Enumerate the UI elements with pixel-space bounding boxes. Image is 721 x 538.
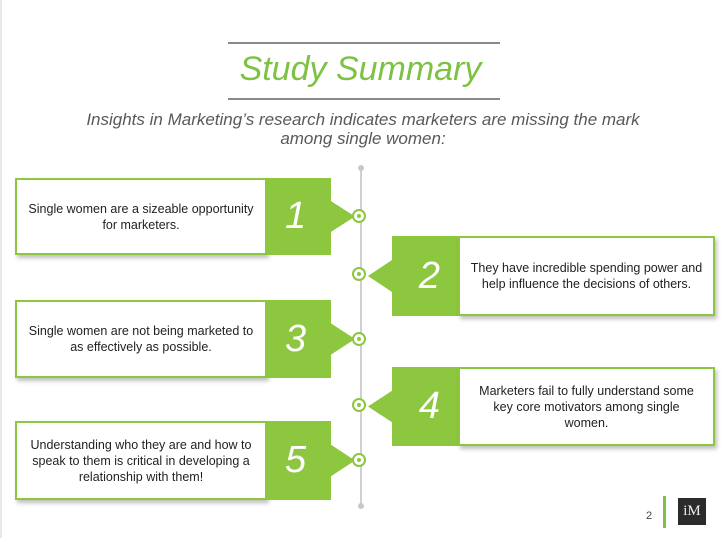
timeline-marker-2 — [352, 267, 366, 281]
summary-item-3-number: 3 — [265, 300, 355, 378]
summary-item-4-number: 4 — [368, 367, 460, 446]
im-logo: iM — [678, 498, 706, 525]
footer-divider — [663, 496, 666, 528]
summary-item-5-number: 5 — [265, 421, 355, 500]
timeline-start-dot — [358, 165, 364, 171]
slide-subtitle: Insights in Marketing’s research indicat… — [86, 110, 640, 148]
summary-item-2-text: They have incredible spending power and … — [458, 236, 715, 316]
summary-item-1-text: Single women are a sizeable opportunity … — [15, 178, 267, 255]
summary-item-3-text: Single women are not being marketed to a… — [15, 300, 267, 378]
timeline-marker-3 — [352, 332, 366, 346]
title-rule-top — [228, 42, 500, 44]
timeline-marker-1 — [352, 209, 366, 223]
slide-edge — [0, 0, 2, 538]
summary-item-1-number: 1 — [265, 178, 355, 255]
summary-item-5-text: Understanding who they are and how to sp… — [15, 421, 267, 500]
timeline-marker-4 — [352, 398, 366, 412]
page-number: 2 — [646, 510, 653, 522]
timeline-marker-5 — [352, 453, 366, 467]
title-rule-bottom — [228, 98, 500, 100]
summary-item-4-text: Marketers fail to fully understand some … — [458, 367, 715, 446]
slide-title: Study Summary — [239, 50, 482, 88]
summary-item-2-number: 2 — [368, 236, 460, 316]
timeline-end-dot — [358, 503, 364, 509]
